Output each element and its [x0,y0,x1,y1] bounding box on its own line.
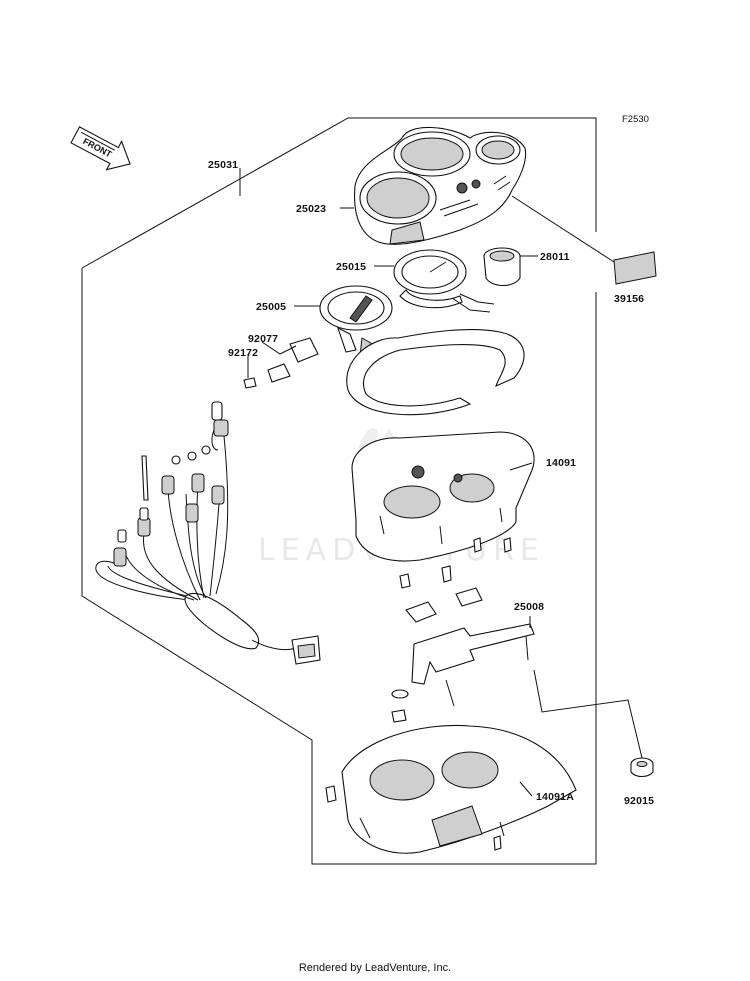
label-25005: 25005 [256,301,286,313]
label-14091: 14091 [546,457,576,469]
label-92172: 92172 [228,347,258,359]
label-25023: 25023 [296,203,326,215]
label-28011: 28011 [540,251,570,263]
nut-92015[interactable] [630,757,654,778]
footer-credit: Rendered by LeadVenture, Inc. [298,962,452,974]
label-92015: 92015 [624,795,654,807]
label-39156: 39156 [614,293,644,305]
bracket-25008[interactable] [391,587,535,723]
label-sticker-39156[interactable] [511,195,657,285]
gasket-ring[interactable] [346,328,525,416]
label-25031: 25031 [208,159,238,171]
meter-case-14091[interactable] [351,431,535,562]
screw-92172[interactable] [243,377,257,389]
label-92077: 92077 [248,333,278,345]
leader-lines [239,168,643,797]
meter-face-25015[interactable] [393,249,495,313]
wiring-harness-25031[interactable] [95,401,321,665]
label-25008: 25008 [514,601,544,613]
case-screws[interactable] [399,537,512,589]
fuel-gauge-28011[interactable] [483,247,521,287]
lower-cover-14091A[interactable] [325,724,577,854]
assembly-frame [81,117,597,865]
label-14091A: 14091A [536,791,574,803]
front-arrow-icon: FRONT [70,126,131,171]
part-labels: 25031 25023 25015 28011 39156 25005 9207… [208,159,654,807]
figure-code: F2530 [622,114,649,125]
meter-cover-25023[interactable] [354,126,527,245]
bulb-92077[interactable] [267,337,319,383]
label-25015: 25015 [336,261,366,273]
